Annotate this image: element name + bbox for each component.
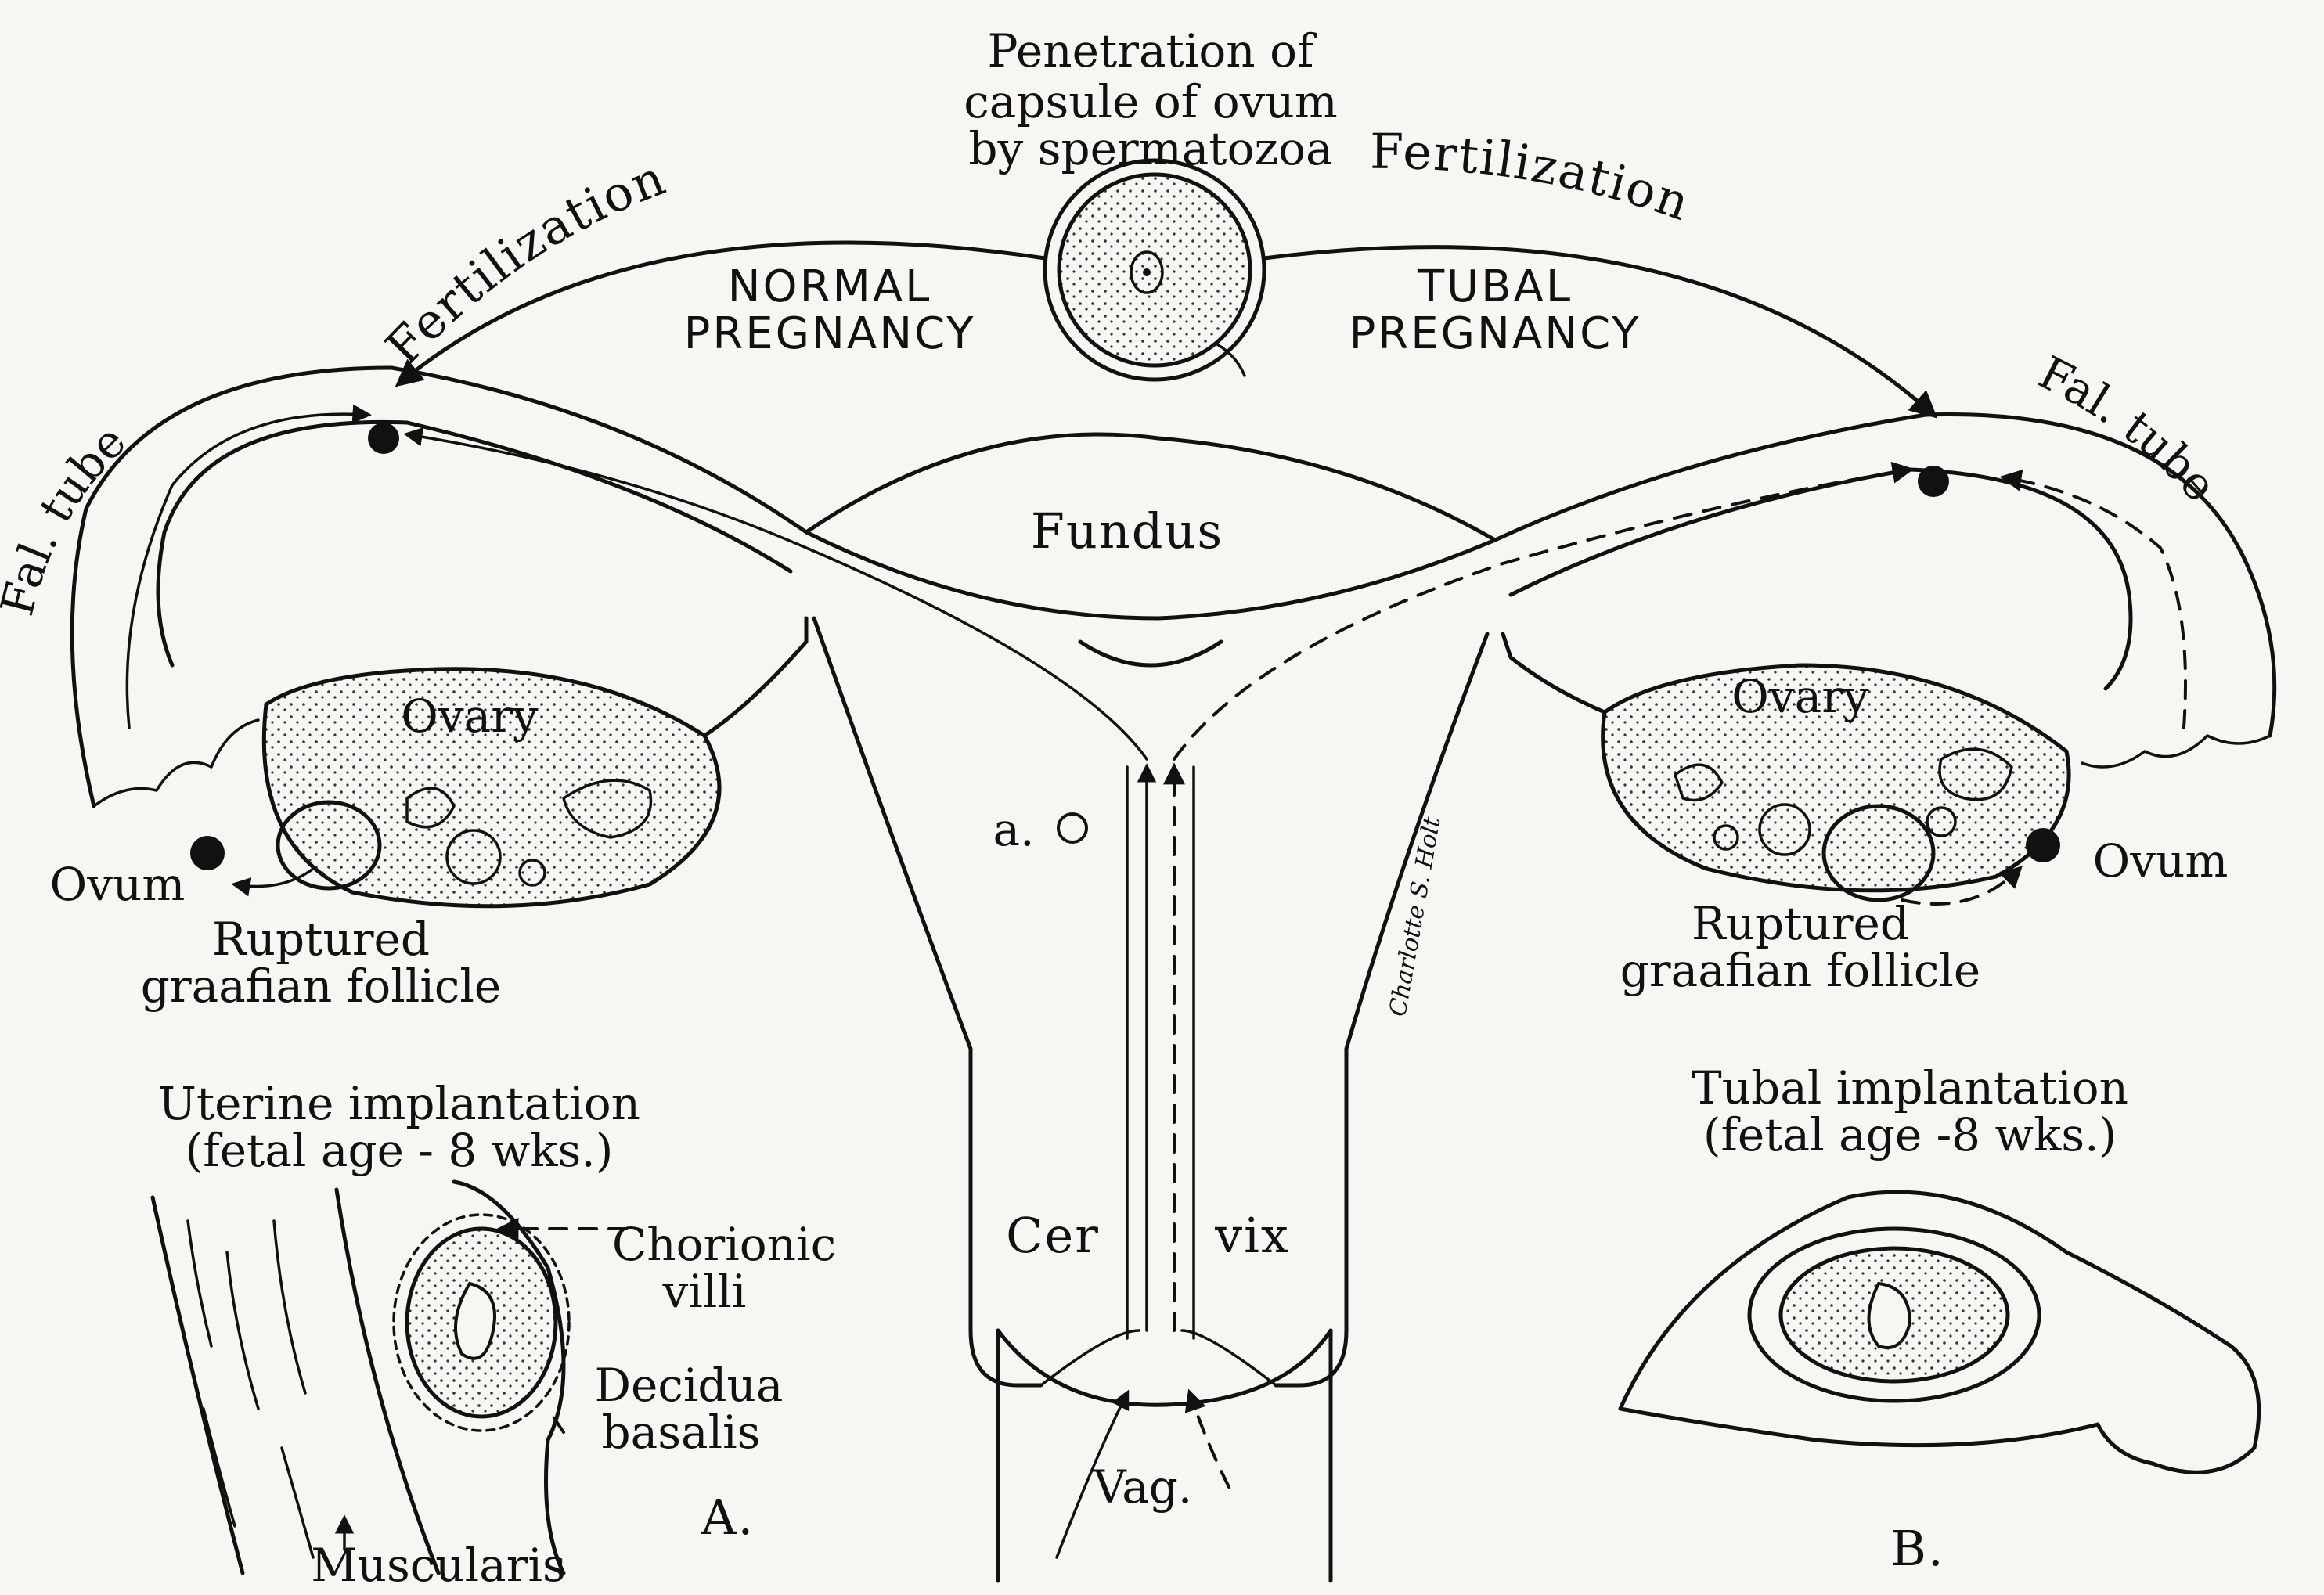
decidua-label-1: Decidua	[595, 1359, 784, 1412]
tubal-implantation-illustration	[1620, 1192, 2259, 1472]
right-ovary-label: Ovary	[1731, 670, 1869, 723]
left-ovary	[264, 618, 806, 906]
decidua-pointer	[548, 1409, 564, 1432]
normal-pregnancy-line-2: PREGNANCY	[684, 308, 976, 359]
muscularis-label: Muscularis	[311, 1539, 566, 1592]
vagina-label: Vag.	[1093, 1460, 1193, 1514]
marker-a-label: a.	[993, 803, 1034, 856]
right-fertilized-ovum-dot	[1918, 466, 1949, 497]
chorionic-label-2: villi	[662, 1265, 747, 1318]
left-ovum-dot	[190, 836, 225, 870]
fertilization-label-left: Fertilization	[374, 149, 673, 376]
panel-b-letter: B.	[1890, 1520, 1944, 1577]
right-tube-label: Fal. tube	[2030, 346, 2228, 512]
panel-b-title-1: Tubal implantation	[1692, 1061, 2128, 1114]
normal-pregnancy-line-1: NORMAL	[728, 261, 932, 312]
artist-signature: Charlotte S. Holt	[1384, 814, 1446, 1018]
right-ovum-label: Ovum	[2093, 834, 2229, 888]
left-follicle-label-2: graafian follicle	[141, 960, 501, 1013]
header-line-3: by spermatozoa	[968, 122, 1332, 175]
right-ovum-dot	[2026, 828, 2060, 862]
panel-b-title-2: (fetal age -8 wks.)	[1703, 1108, 2117, 1161]
tubal-pregnancy-line-1: TUBAL	[1417, 261, 1573, 312]
chorionic-label-1: Chorionic	[612, 1218, 836, 1271]
left-ovum-label: Ovum	[50, 858, 186, 911]
ovum-capsule	[1045, 160, 1264, 380]
left-fertilized-ovum-dot	[368, 423, 399, 454]
left-tube-label: Fal. tube	[0, 415, 136, 621]
cervix-label-b: vix	[1214, 1207, 1290, 1264]
implantation-site-marker	[1058, 814, 1086, 842]
left-ovary-label: Ovary	[401, 689, 539, 743]
fundus-label: Fundus	[1031, 502, 1223, 560]
right-follicle-label-1: Ruptured	[1692, 897, 1909, 950]
decidua-label-2: basalis	[602, 1406, 761, 1459]
left-follicle-label-1: Ruptured	[212, 913, 430, 966]
panel-a-title-1: Uterine implantation	[158, 1077, 640, 1130]
panel-a-letter: A.	[701, 1489, 755, 1546]
uterine-implantation-illustration	[153, 1182, 569, 1573]
header-line-1: Penetration of	[988, 24, 1317, 77]
cervix-label-a: Cer	[1006, 1207, 1100, 1264]
fertilization-label-right: Fertilization	[1370, 123, 1698, 232]
header-line-2: capsule of ovum	[964, 75, 1337, 128]
panel-a-title-2: (fetal age - 8 wks.)	[186, 1124, 614, 1177]
tubal-pregnancy-line-2: PREGNANCY	[1349, 308, 1641, 359]
right-follicle-label-2: graafian follicle	[1620, 944, 1980, 997]
